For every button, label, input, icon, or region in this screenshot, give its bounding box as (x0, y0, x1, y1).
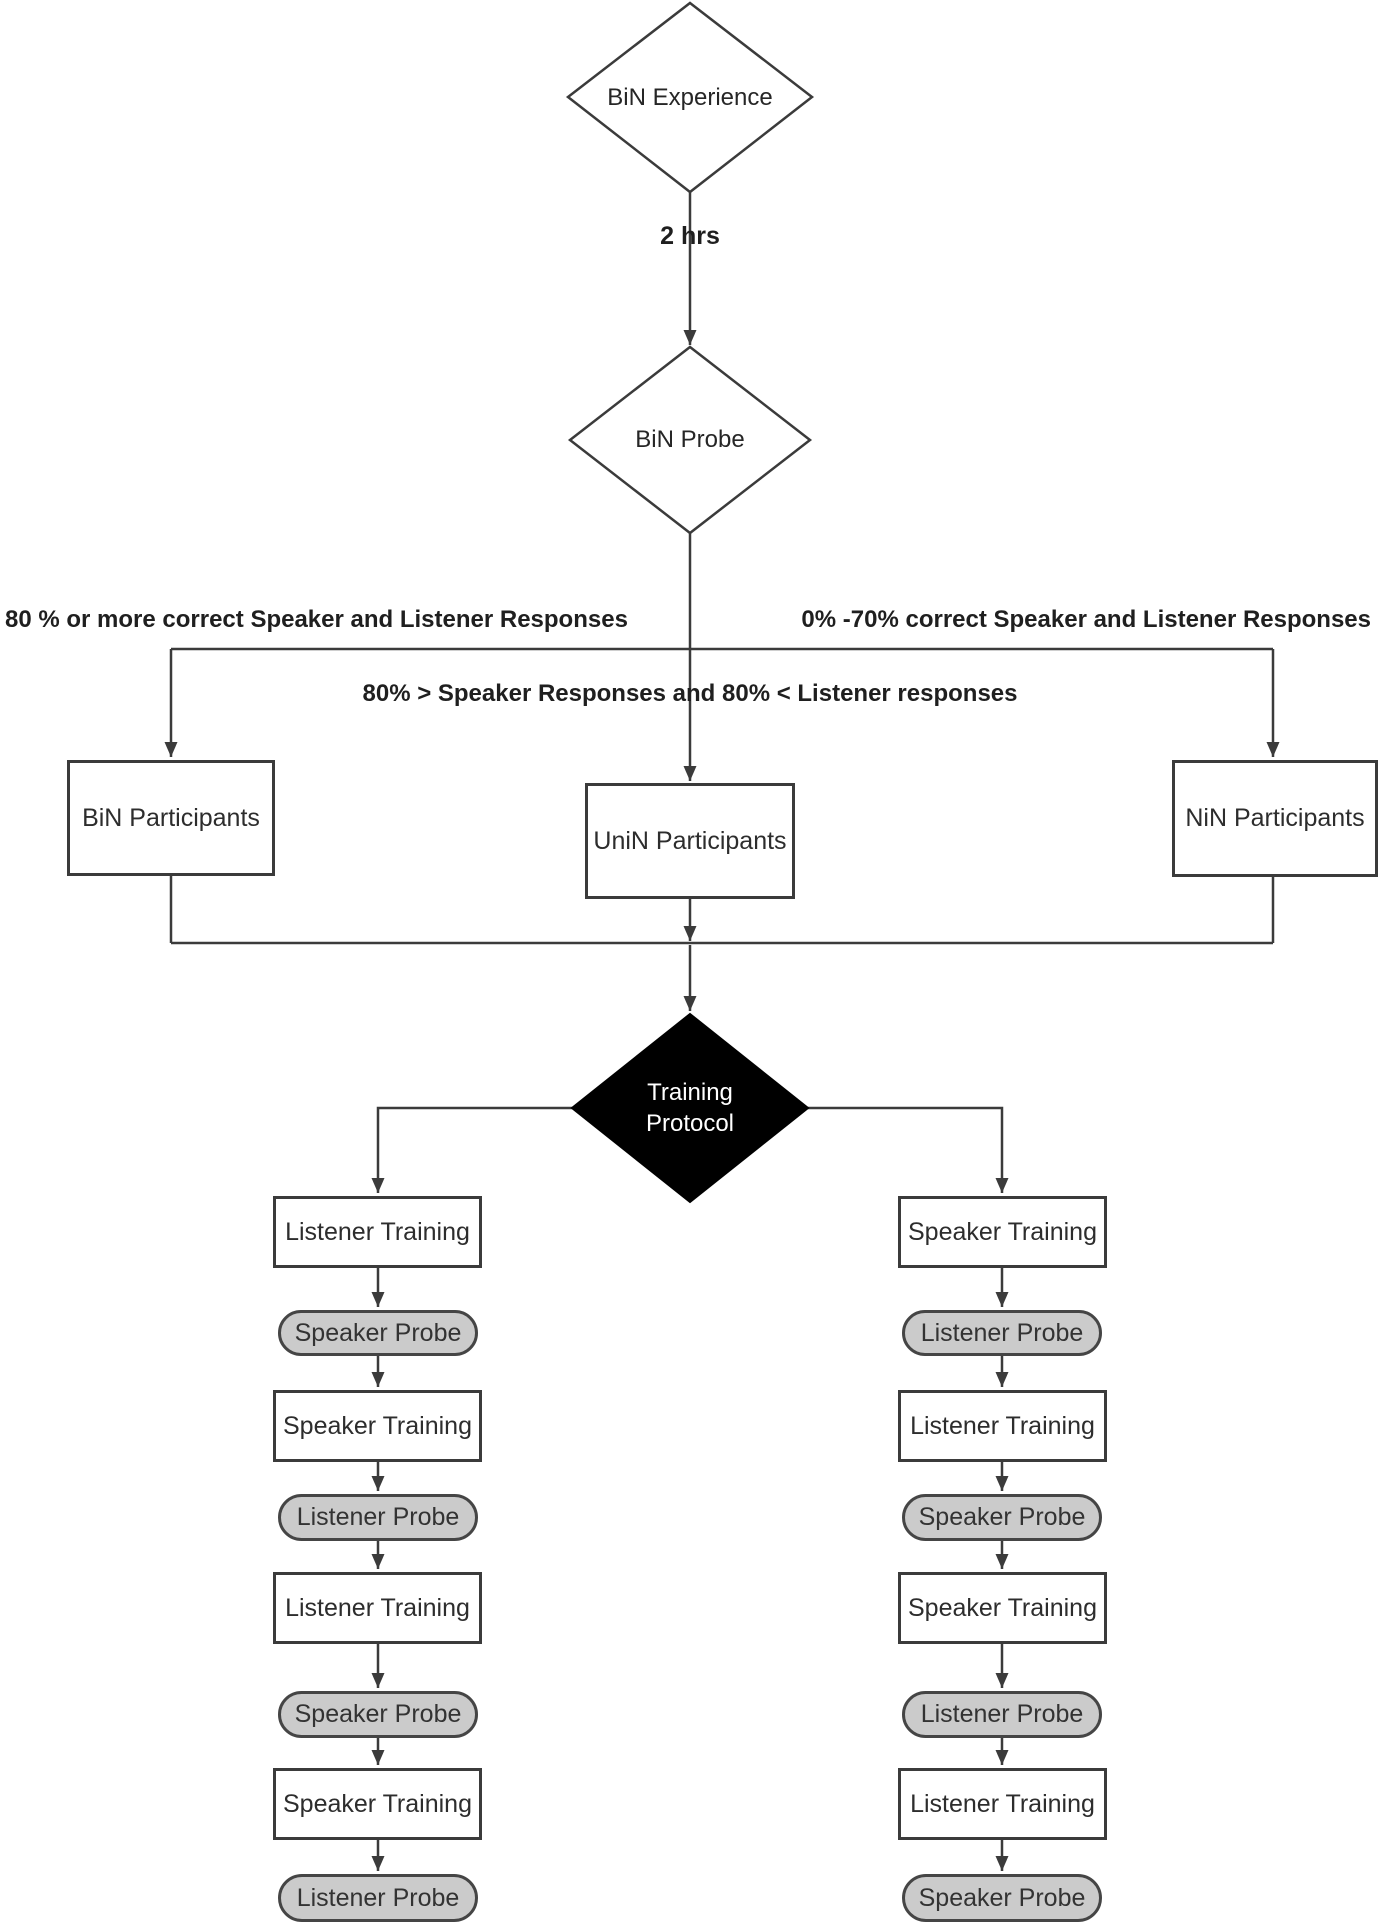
bin-probe-diamond: BiN Probe (570, 347, 810, 533)
duration-label: 2 hrs (660, 222, 720, 250)
unin-participants-label: UniN Participants (593, 826, 787, 855)
node-label: Speaker Training (282, 1789, 472, 1818)
node-label: Listener Training (910, 1789, 1095, 1818)
node-label: Speaker Probe (294, 1318, 462, 1347)
node-label: Speaker Probe (918, 1883, 1086, 1912)
unin-participants-box: UniN Participants (585, 783, 795, 899)
node-label: Speaker Training (282, 1411, 472, 1440)
probe-ellipse: Listener Probe (902, 1691, 1102, 1738)
probe-ellipse: Speaker Probe (902, 1874, 1102, 1922)
training-box: Listener Training (273, 1572, 482, 1644)
bin-experience-label: BiN Experience (607, 83, 773, 111)
training-protocol-diamond: Training Protocol (590, 1060, 790, 1156)
training-box: Speaker Training (898, 1196, 1107, 1268)
node-label: Speaker Training (907, 1593, 1097, 1622)
probe-ellipse: Speaker Probe (902, 1494, 1102, 1541)
training-box: Speaker Training (273, 1390, 482, 1462)
bin-participants-box: BiN Participants (67, 760, 275, 876)
nin-participants-box: NiN Participants (1172, 760, 1378, 877)
node-label: Listener Probe (920, 1700, 1084, 1728)
probe-ellipse: Listener Probe (278, 1874, 478, 1922)
node-label: Speaker Probe (294, 1700, 462, 1728)
bin-probe-label: BiN Probe (635, 426, 745, 453)
branch-label-middle: 80% > Speaker Responses and 80% < Listen… (362, 680, 1018, 707)
node-label: Listener Probe (920, 1318, 1084, 1347)
probe-ellipse: Listener Probe (278, 1494, 478, 1541)
probe-ellipse: Listener Probe (902, 1310, 1102, 1356)
training-protocol-diamond-shape (570, 1012, 810, 1204)
training-box: Speaker Training (273, 1768, 482, 1840)
node-label: Listener Probe (296, 1883, 460, 1912)
bin-experience-diamond-shape (565, 1, 815, 194)
bin-experience-diamond: BiN Experience (568, 3, 812, 192)
training-box: Listener Training (898, 1768, 1107, 1840)
training-box: Listener Training (273, 1196, 482, 1268)
node-label: Speaker Probe (918, 1503, 1086, 1531)
bin-participants-label: BiN Participants (82, 803, 260, 832)
training-box: Listener Training (898, 1390, 1107, 1462)
probe-ellipse: Speaker Probe (278, 1310, 478, 1356)
node-label: Listener Training (285, 1593, 470, 1622)
probe-ellipse: Speaker Probe (278, 1691, 478, 1738)
connector-arrows (164, 192, 1280, 1871)
node-label: Listener Training (285, 1217, 470, 1246)
training-protocol-line2: Protocol (645, 1110, 735, 1137)
node-label: Listener Training (910, 1411, 1095, 1440)
bin-probe-diamond-shape (567, 345, 813, 535)
training-protocol-line1: Training (647, 1079, 733, 1106)
node-label: Listener Probe (296, 1503, 460, 1531)
branch-label-left: 80 % or more correct Speaker and Listene… (5, 606, 628, 633)
training-box: Speaker Training (898, 1572, 1107, 1644)
nin-participants-label: NiN Participants (1185, 804, 1365, 832)
node-label: Speaker Training (907, 1217, 1097, 1246)
branch-label-right: 0% -70% correct Speaker and Listener Res… (801, 606, 1371, 633)
